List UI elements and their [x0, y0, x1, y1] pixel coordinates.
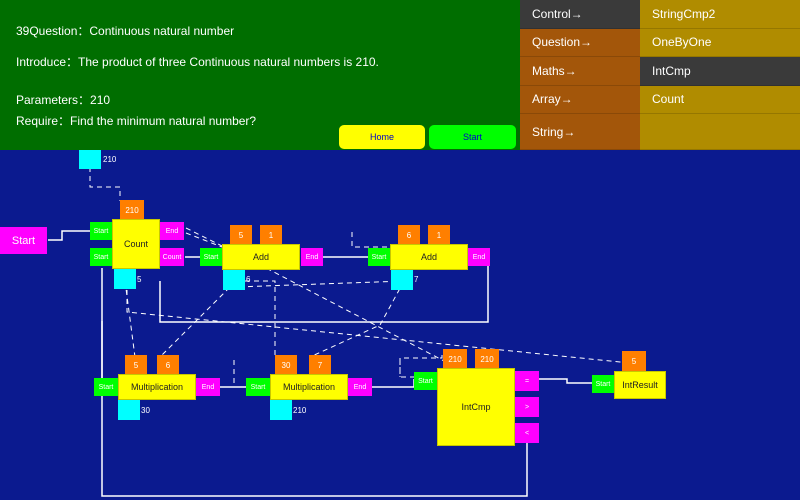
add1-output[interactable]	[223, 270, 245, 290]
add1-param2[interactable]: 1	[260, 225, 282, 245]
count-output-value: 5	[137, 275, 142, 284]
add2-block[interactable]: Add	[390, 244, 468, 270]
intcmp-gt-port[interactable]: >	[515, 397, 539, 417]
add1-end-port[interactable]: End	[301, 248, 323, 266]
menu-array[interactable]: Array→	[520, 85, 640, 114]
add1-output-value: 6	[246, 275, 251, 284]
mult1-output-value: 30	[141, 406, 150, 415]
question-title: 39Question：Continuous natural number	[16, 24, 235, 38]
add2-param1[interactable]: 6	[398, 225, 420, 245]
count-output[interactable]	[114, 269, 136, 289]
input-param-value: 210	[103, 155, 117, 164]
category-menu: Control→ Question→ Maths→ Array→ String→	[520, 0, 640, 150]
question-introduce: Introduce：The product of three Continuou…	[16, 55, 379, 69]
menu-maths[interactable]: Maths→	[520, 57, 640, 86]
mult2-output-value: 210	[293, 406, 307, 415]
add1-block[interactable]: Add	[222, 244, 300, 270]
mult2-param1[interactable]: 30	[275, 355, 297, 375]
add2-start-port[interactable]: Start	[368, 248, 390, 266]
mult2-output[interactable]	[270, 400, 292, 420]
mult1-block[interactable]: Multiplication	[118, 374, 196, 400]
intresult-block[interactable]: IntResult	[614, 371, 666, 399]
intcmp-block[interactable]: IntCmp	[437, 368, 515, 446]
count-param[interactable]: 210	[120, 200, 144, 220]
intcmp-start-port[interactable]: Start	[414, 372, 437, 390]
start-block[interactable]: Start	[0, 227, 47, 254]
count-block[interactable]: Count	[112, 219, 160, 269]
question-parameters: Parameters：210	[16, 93, 111, 107]
add1-param1[interactable]: 5	[230, 225, 252, 245]
mult1-start-port[interactable]: Start	[94, 378, 118, 396]
flow-canvas[interactable]: 210 Start 210 Count Start Start End Coun…	[0, 150, 800, 500]
item-stringcmp2[interactable]: StringCmp2	[640, 0, 800, 29]
add2-output-value: 7	[414, 275, 419, 284]
add2-output[interactable]	[391, 270, 413, 290]
question-panel: 39Question：Continuous natural number Int…	[0, 0, 520, 150]
mult2-end-port[interactable]: End	[348, 378, 372, 396]
item-onebyone[interactable]: OneByOne	[640, 28, 800, 57]
menu-string[interactable]: String→	[520, 114, 640, 150]
item-menu: StringCmp2 OneByOne IntCmp Count	[640, 0, 800, 150]
count-count-port[interactable]: Count	[160, 248, 184, 266]
mult2-param2[interactable]: 7	[309, 355, 331, 375]
intresult-start-port[interactable]: Start	[592, 375, 614, 393]
input-param-box[interactable]	[79, 150, 101, 169]
mult2-block[interactable]: Multiplication	[270, 374, 348, 400]
mult2-start-port[interactable]: Start	[246, 378, 270, 396]
item-intcmp[interactable]: IntCmp	[640, 57, 800, 86]
add2-param2[interactable]: 1	[428, 225, 450, 245]
count-end-port[interactable]: End	[160, 222, 184, 240]
count-start2-port[interactable]: Start	[90, 248, 112, 266]
mult1-end-port[interactable]: End	[196, 378, 220, 396]
dashed-connectors	[89, 167, 633, 388]
mult1-output[interactable]	[118, 400, 140, 420]
add1-start-port[interactable]: Start	[200, 248, 222, 266]
item-empty	[640, 114, 800, 150]
question-require: Require：Find the minimum natural number?	[16, 114, 257, 128]
intcmp-param1[interactable]: 210	[443, 349, 467, 369]
start-button[interactable]: Start	[429, 125, 516, 149]
add2-end-port[interactable]: End	[468, 248, 490, 266]
count-start-port[interactable]: Start	[90, 222, 112, 240]
menu-question[interactable]: Question→	[520, 28, 640, 57]
intcmp-param2[interactable]: 210	[475, 349, 499, 369]
intcmp-eq-port[interactable]: =	[515, 371, 539, 391]
intcmp-lt-port[interactable]: <	[515, 423, 539, 443]
menu-control[interactable]: Control→	[520, 0, 640, 29]
intresult-param[interactable]: 5	[622, 351, 646, 371]
home-button[interactable]: Home	[339, 125, 425, 149]
mult1-param1[interactable]: 5	[125, 355, 147, 375]
mult1-param2[interactable]: 6	[157, 355, 179, 375]
item-count[interactable]: Count	[640, 85, 800, 114]
